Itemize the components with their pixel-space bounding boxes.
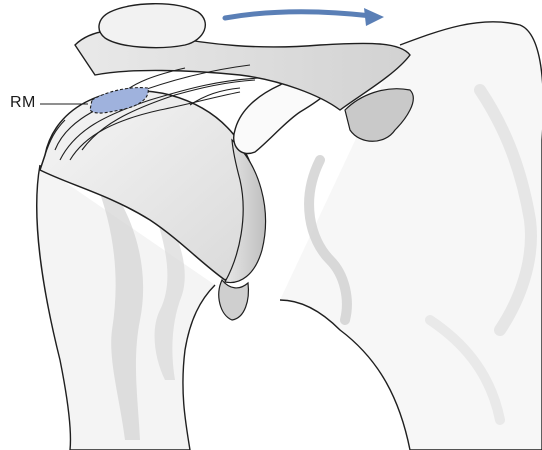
direction-arrow	[225, 8, 384, 26]
clavicle-end	[99, 4, 205, 48]
rm-label: RM	[10, 94, 36, 112]
inferior-labrum	[219, 280, 249, 320]
